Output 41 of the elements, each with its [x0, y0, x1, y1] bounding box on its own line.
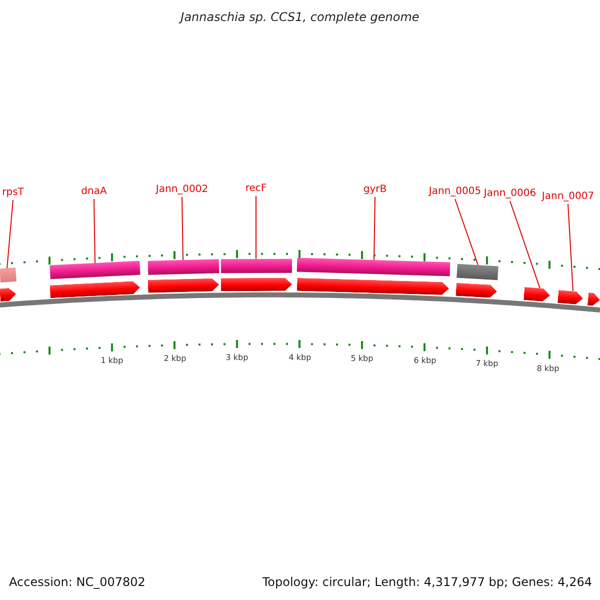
gene-bar	[148, 259, 220, 275]
gene-feature	[524, 287, 550, 302]
gene-feature	[220, 278, 292, 292]
leader-line	[568, 204, 574, 292]
gene-label: Jann_0005	[428, 186, 482, 198]
scale-label: 8 kbp	[536, 364, 560, 373]
scale-label: 1 kbp	[100, 356, 124, 366]
gene-bar	[50, 260, 140, 280]
gene-feature	[558, 290, 584, 305]
leader-line	[6, 200, 14, 269]
gene-label: Jann_0007	[542, 191, 594, 203]
gene-bar	[296, 258, 450, 277]
genome-summary: Topology: circular; Length: 4,317,977 bp; Genes: 4,264	[262, 575, 592, 589]
scale-label: 4 kbp	[288, 353, 312, 362]
gene-bar	[456, 264, 498, 280]
gene-bar	[220, 258, 292, 274]
scale-label: 5 kbp	[350, 354, 374, 364]
gene-feature	[0, 287, 16, 302]
gene-bar	[0, 268, 16, 283]
gene-label: recF	[245, 183, 267, 195]
gene-label: rpsT	[2, 187, 24, 199]
scale-label: 2 kbp	[164, 354, 186, 364]
gene-feature	[587, 292, 600, 306]
accession-text: Accession: NC_007802	[9, 575, 146, 589]
gene-feature	[148, 278, 220, 294]
leader-line	[374, 196, 376, 261]
scale-label: 6 kbp	[414, 356, 436, 366]
leader-line	[94, 198, 96, 264]
gene-label: Jann_0002	[156, 184, 208, 196]
gene-label: gyrB	[363, 184, 387, 196]
leader-line	[454, 198, 478, 266]
leader-line	[182, 196, 184, 260]
title: Jannaschia sp. CCS1, complete genome	[178, 10, 420, 24]
scale-label: 7 kbp	[476, 359, 498, 368]
gene-label: dnaA	[81, 186, 107, 198]
gene-feature	[456, 283, 498, 298]
gene-label: Jann_0006	[484, 188, 536, 200]
gene-feature	[296, 278, 450, 296]
leader-line	[510, 200, 540, 290]
scale-label: 3 kbp	[226, 353, 248, 362]
gene-feature	[50, 280, 140, 298]
